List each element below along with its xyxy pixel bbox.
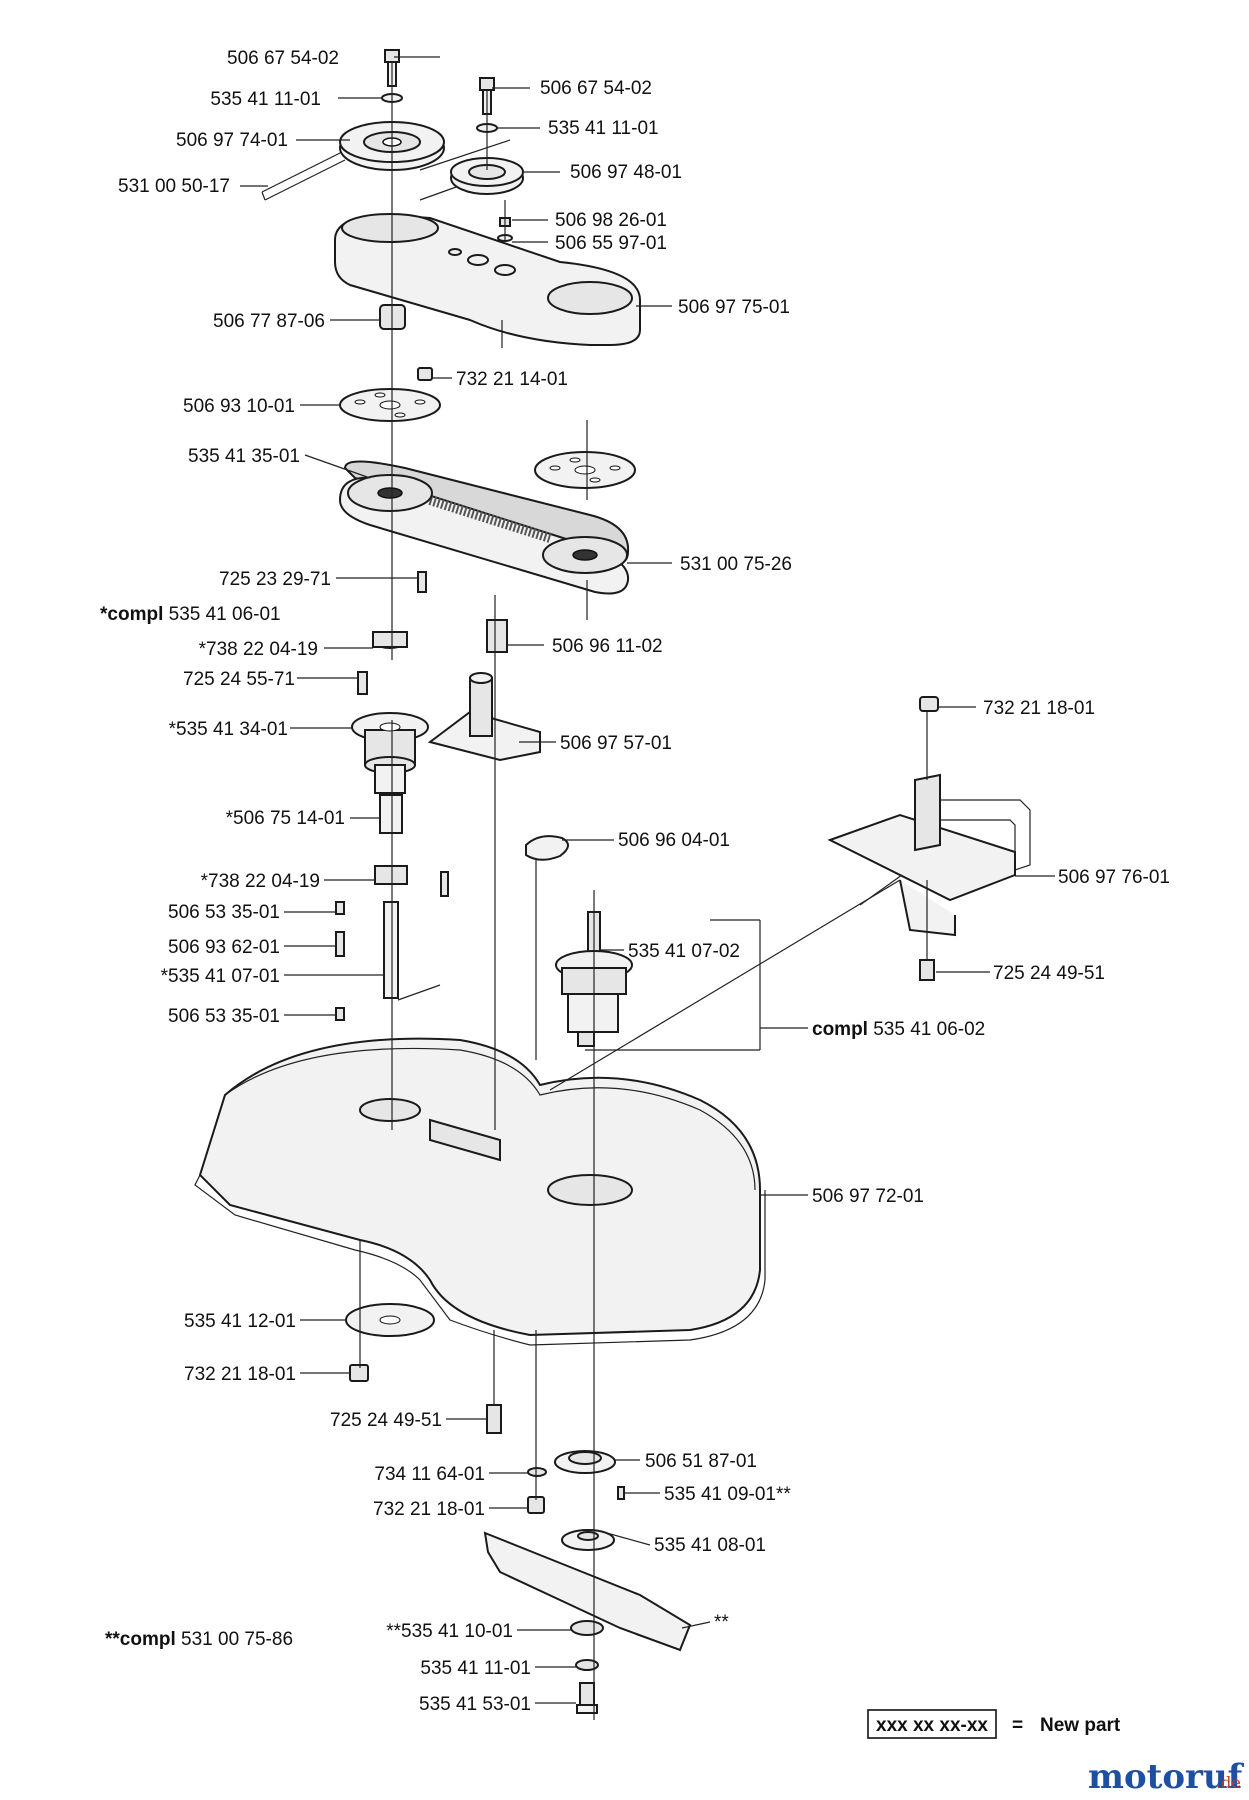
part-label: 506 67 54-02 bbox=[540, 78, 652, 99]
part-label: *738 22 04-19 bbox=[199, 639, 318, 660]
nut-small bbox=[417, 367, 433, 381]
part-label: 531 00 75-26 bbox=[680, 554, 792, 575]
bearing-lower bbox=[374, 865, 408, 885]
belt-cover bbox=[334, 213, 641, 346]
bolt-535-41-53 bbox=[576, 1682, 598, 1714]
part-label: 506 53 35-01 bbox=[168, 902, 280, 923]
hub-535-41-08 bbox=[561, 1529, 615, 1551]
part-label: 506 53 35-01 bbox=[168, 1006, 280, 1027]
washer-535-41-10 bbox=[570, 1620, 604, 1636]
bearing-upper-body bbox=[372, 631, 408, 648]
legend-equals: = bbox=[1012, 1715, 1023, 1736]
flange-535-41-12 bbox=[345, 1303, 435, 1337]
part-label: 506 98 26-01 bbox=[555, 210, 667, 231]
part-label: 535 41 53-01 bbox=[419, 1694, 531, 1715]
part-label: 506 96 11-02 bbox=[552, 636, 663, 657]
part-label: 506 93 62-01 bbox=[168, 937, 280, 958]
part-label: *535 41 07-01 bbox=[161, 966, 280, 987]
screw-small bbox=[417, 571, 427, 593]
part-label: 732 21 18-01 bbox=[184, 1364, 296, 1385]
part-label: 535 41 11-01 bbox=[210, 89, 321, 110]
part-label: *535 41 34-01 bbox=[169, 719, 288, 740]
pin-535-41-09 bbox=[617, 1486, 625, 1500]
brand-tld: .de bbox=[1216, 1773, 1241, 1792]
leader-lines bbox=[240, 56, 1055, 1704]
part-label: 725 24 49-51 bbox=[330, 1410, 442, 1431]
part-label: 535 41 11-01 bbox=[420, 1658, 531, 1679]
legend-box bbox=[867, 1709, 997, 1739]
cutting-blade bbox=[483, 1531, 692, 1652]
part-label: 535 41 08-01 bbox=[654, 1535, 766, 1556]
bolt-725-24-49-upper bbox=[919, 959, 935, 981]
part-label: 725 24 49-51 bbox=[993, 963, 1105, 984]
part-label: 506 97 76-01 bbox=[1058, 867, 1170, 888]
part-label: 535 41 07-02 bbox=[628, 941, 740, 962]
axis-lines bbox=[359, 62, 928, 1720]
washer-535-41-11-bottom bbox=[575, 1659, 599, 1671]
assembly-label: **compl 531 00 75-86 bbox=[105, 1629, 293, 1650]
part-label: 725 23 29-71 bbox=[219, 569, 331, 590]
legend-box-text: xxx xx xx-xx bbox=[876, 1715, 988, 1736]
drive-belt-upper bbox=[261, 139, 511, 201]
part-label: 506 97 72-01 bbox=[812, 1186, 924, 1207]
part-label: ** bbox=[714, 1612, 729, 1633]
part-label: 531 00 50-17 bbox=[118, 176, 230, 197]
brand-name: motoruf bbox=[1088, 1757, 1245, 1797]
spacer-506-96-11 bbox=[486, 619, 508, 653]
part-label: **535 41 10-01 bbox=[386, 1621, 513, 1642]
part-label: 506 93 10-01 bbox=[183, 396, 295, 417]
part-label: 506 97 74-01 bbox=[176, 130, 288, 151]
part-label: 732 21 14-01 bbox=[456, 369, 568, 390]
nut-732-21-18-lower bbox=[349, 1364, 369, 1382]
spacer-506-75-14 bbox=[379, 794, 403, 834]
part-label: 506 51 87-01 bbox=[645, 1451, 757, 1472]
flange-left bbox=[339, 388, 441, 422]
mower-deck bbox=[194, 1037, 766, 1346]
part-label: 725 24 55-71 bbox=[183, 669, 295, 690]
part-label: 506 55 97-01 bbox=[555, 233, 667, 254]
key-lower bbox=[335, 1007, 345, 1021]
new-part-legend: xxx xx xx-xx = New part bbox=[867, 1709, 1121, 1739]
part-label: 535 41 11-01 bbox=[548, 118, 659, 139]
bearing-housing bbox=[351, 712, 429, 794]
part-label: 506 97 57-01 bbox=[560, 733, 672, 754]
bolt-725-24-49-lower bbox=[486, 1404, 502, 1434]
washer-734-11-64 bbox=[527, 1467, 547, 1477]
blade-shaft bbox=[383, 901, 399, 999]
small-pulley bbox=[450, 157, 524, 195]
part-label: *738 22 04-19 bbox=[201, 871, 320, 892]
part-label: 535 41 35-01 bbox=[188, 446, 300, 467]
flange-right bbox=[534, 451, 636, 489]
spindle-535-41-07-02 bbox=[555, 911, 633, 1047]
key-pin bbox=[335, 931, 345, 957]
part-label: 506 97 75-01 bbox=[678, 297, 790, 318]
part-label: 535 41 12-01 bbox=[184, 1311, 296, 1332]
assembly-label: compl 535 41 06-02 bbox=[812, 1019, 985, 1040]
toothed-belt-assembly bbox=[338, 460, 630, 595]
tensioner-lever bbox=[525, 835, 569, 861]
cup-506-51-87 bbox=[554, 1450, 616, 1474]
part-label: 506 77 87-06 bbox=[213, 311, 325, 332]
part-label: *506 75 14-01 bbox=[226, 808, 345, 829]
screw-725-24-55 bbox=[357, 671, 368, 695]
key-upper bbox=[335, 901, 345, 915]
part-label: 535 41 09-01** bbox=[664, 1484, 791, 1505]
brand-watermark: motoruf .de bbox=[1088, 1757, 1245, 1797]
support-bracket bbox=[827, 696, 1031, 937]
part-label: 732 21 18-01 bbox=[983, 698, 1095, 719]
part-label: 506 97 48-01 bbox=[570, 162, 682, 183]
legend-meaning: New part bbox=[1040, 1715, 1121, 1736]
part-label: 732 21 18-01 bbox=[373, 1499, 485, 1520]
key-diag bbox=[440, 871, 449, 897]
part-label: 506 96 04-01 bbox=[618, 830, 730, 851]
part-label: 734 11 64-01 bbox=[374, 1464, 485, 1485]
part-label: 506 67 54-02 bbox=[227, 48, 339, 69]
idler-bracket bbox=[427, 672, 541, 762]
assembly-label: *compl 535 41 06-01 bbox=[100, 604, 281, 625]
